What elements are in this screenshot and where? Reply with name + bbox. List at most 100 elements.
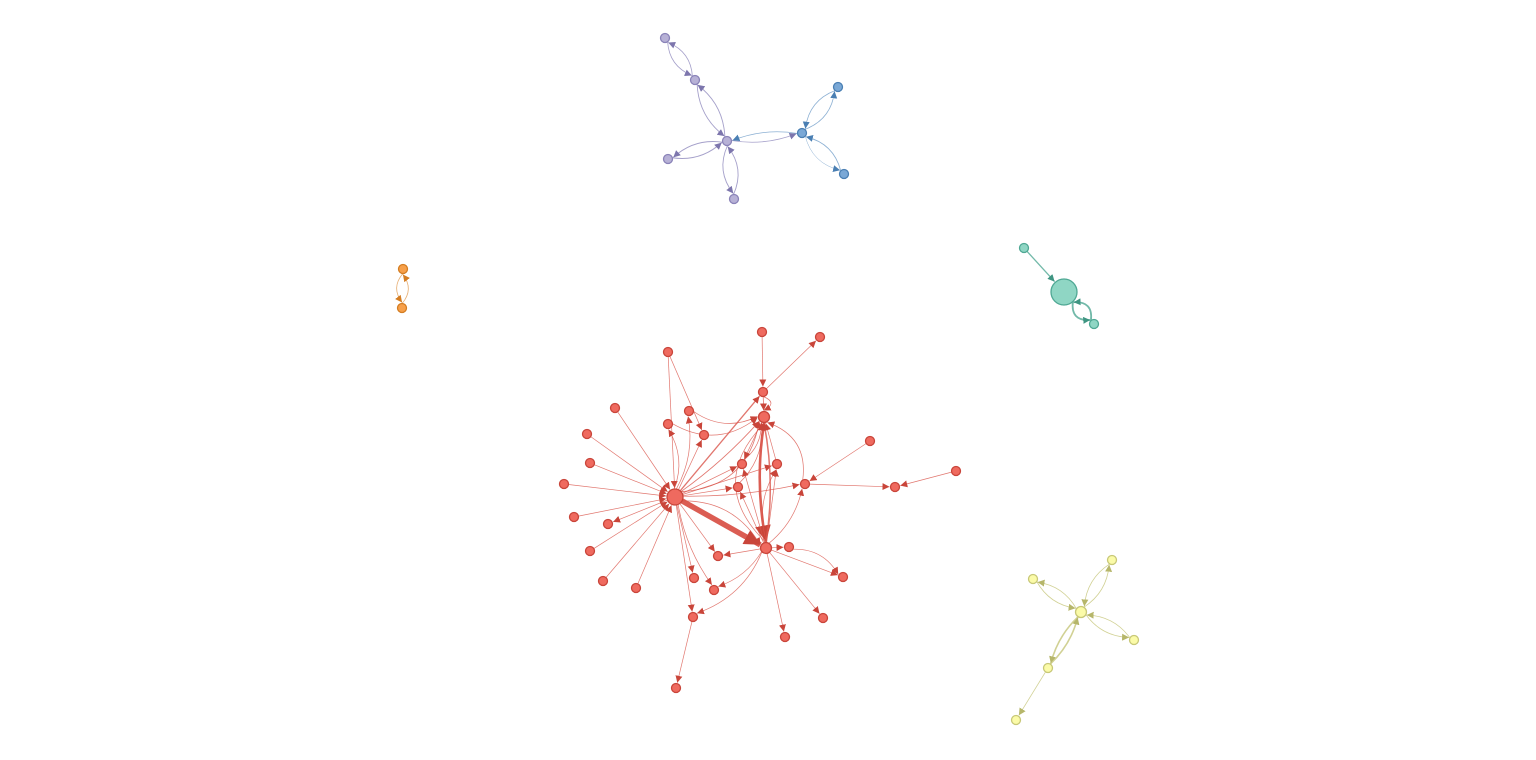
graph-edge xyxy=(675,504,695,612)
graph-node[interactable] xyxy=(698,429,710,441)
graph-node[interactable] xyxy=(712,550,724,562)
graph-node[interactable] xyxy=(783,541,795,553)
graph-node[interactable] xyxy=(799,478,811,490)
graph-edge xyxy=(680,421,760,493)
graph-edge xyxy=(805,134,842,172)
graph-edge xyxy=(1026,250,1056,283)
graph-node[interactable] xyxy=(864,435,876,447)
graph-node[interactable] xyxy=(662,418,674,430)
graph-node[interactable] xyxy=(838,168,850,180)
graph-edge xyxy=(1083,564,1113,608)
graph-node[interactable] xyxy=(732,481,744,493)
graph-node[interactable] xyxy=(1042,662,1054,674)
graph-edge xyxy=(809,483,890,491)
graph-node[interactable] xyxy=(728,193,740,205)
graph-node[interactable] xyxy=(597,575,609,587)
graph-node[interactable] xyxy=(662,346,674,358)
graph-node[interactable] xyxy=(396,302,408,314)
graph-node[interactable] xyxy=(1027,573,1039,585)
graph-edge xyxy=(759,336,767,387)
graph-node[interactable] xyxy=(736,458,748,470)
graph-node[interactable] xyxy=(688,572,700,584)
graph-node[interactable] xyxy=(670,682,682,694)
graph-edge xyxy=(617,411,671,490)
graph-edge xyxy=(679,395,760,492)
graph-node[interactable] xyxy=(837,571,849,583)
graph-edge xyxy=(1071,301,1091,324)
graph-edge xyxy=(675,621,693,683)
graph-node[interactable] xyxy=(779,631,791,643)
graph-edge xyxy=(568,484,667,499)
graph-node[interactable] xyxy=(1106,554,1118,566)
graph-edge xyxy=(1037,579,1077,610)
graph-edge xyxy=(680,498,762,548)
graph-edge xyxy=(731,132,797,143)
graph-edge xyxy=(669,355,703,431)
graph-node[interactable] xyxy=(683,405,695,417)
graph-node[interactable] xyxy=(756,326,768,338)
graph-node[interactable] xyxy=(1050,278,1078,306)
graph-node[interactable] xyxy=(1128,634,1140,646)
graph-node[interactable] xyxy=(584,457,596,469)
graph-node[interactable] xyxy=(832,81,844,93)
graph-node[interactable] xyxy=(397,263,409,275)
graph-edge xyxy=(678,439,703,490)
graph-node[interactable] xyxy=(814,331,826,343)
graph-edge xyxy=(668,429,680,490)
graph-node[interactable] xyxy=(1018,242,1030,254)
graph-edge xyxy=(767,421,804,481)
graph-node[interactable] xyxy=(630,582,642,594)
graph-edge xyxy=(672,142,723,159)
graph-node[interactable] xyxy=(889,481,901,493)
graph-edge xyxy=(696,83,725,137)
graph-node[interactable] xyxy=(1010,714,1022,726)
graph-edge xyxy=(693,411,758,424)
graph-edge xyxy=(668,41,693,77)
graph-node[interactable] xyxy=(568,511,580,523)
graph-edge xyxy=(761,423,772,543)
graph-node[interactable] xyxy=(689,74,701,86)
graph-node[interactable] xyxy=(609,402,621,414)
graph-edge xyxy=(1085,614,1130,641)
graph-node[interactable] xyxy=(721,135,733,147)
graph-edge xyxy=(804,91,838,130)
graph-node[interactable] xyxy=(666,488,684,506)
graph-node[interactable] xyxy=(687,611,699,623)
graph-node[interactable] xyxy=(662,153,674,165)
graph-node[interactable] xyxy=(950,465,962,477)
graph-node[interactable] xyxy=(817,612,829,624)
graph-edge xyxy=(809,443,867,482)
graph-node[interactable] xyxy=(771,458,783,470)
graph-edge xyxy=(743,421,763,460)
graph-node[interactable] xyxy=(602,518,614,530)
graph-node[interactable] xyxy=(659,32,671,44)
graph-node[interactable] xyxy=(1088,318,1100,330)
graph-node[interactable] xyxy=(584,545,596,557)
graph-edge xyxy=(766,553,786,632)
graph-edge xyxy=(770,549,839,576)
graph-edge xyxy=(727,146,739,195)
graph-edge xyxy=(578,496,667,517)
graph-edge xyxy=(771,544,784,552)
graph-node[interactable] xyxy=(558,478,570,490)
graph-edge xyxy=(672,417,758,436)
graph-node[interactable] xyxy=(581,428,593,440)
graph-edge xyxy=(760,396,767,411)
graph-edge xyxy=(763,396,772,411)
graph-edge xyxy=(769,552,820,614)
graph-edge xyxy=(637,505,672,585)
graph-node[interactable] xyxy=(757,386,769,398)
graph-node[interactable] xyxy=(796,127,808,139)
graph-node[interactable] xyxy=(759,541,773,555)
graph-edge xyxy=(682,466,738,494)
graph-edge xyxy=(667,41,692,77)
graph-node[interactable] xyxy=(1074,605,1088,619)
graph-edge xyxy=(739,423,766,484)
graph-edge xyxy=(900,471,952,488)
graph-edge xyxy=(681,500,761,545)
graph-edge xyxy=(1036,581,1076,611)
graph-node[interactable] xyxy=(757,410,771,424)
graph-edge xyxy=(590,436,668,493)
graph-node[interactable] xyxy=(708,584,720,596)
